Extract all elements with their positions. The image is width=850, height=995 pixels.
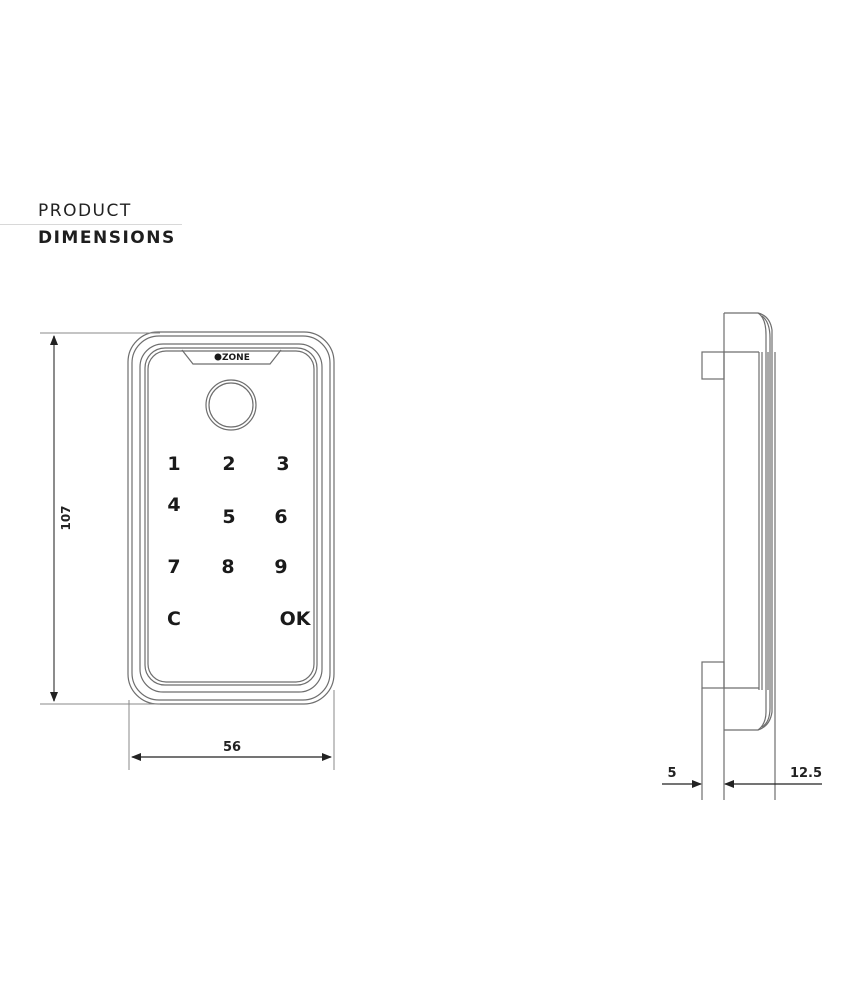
- side-top-bracket: [701, 351, 725, 380]
- height-dimension: 107: [40, 332, 160, 705]
- keypad-panel-inner: [147, 350, 315, 683]
- title-divider: [0, 224, 182, 225]
- title-product: PRODUCT: [38, 201, 132, 221]
- key-4[interactable]: 4: [167, 494, 180, 516]
- width-value: 56: [223, 740, 241, 755]
- body-outline-inner: [139, 343, 323, 693]
- brand-logo-text: ZONE: [222, 353, 250, 363]
- side-bottom-bracket: [701, 661, 725, 689]
- side-dimensions: 5 12.5: [662, 766, 822, 788]
- side-face-layer-2: [761, 315, 771, 728]
- brand-notch: [181, 349, 282, 365]
- keypad-panel-outer: [144, 347, 318, 686]
- body-outline-outer: [127, 331, 335, 705]
- key-7[interactable]: 7: [167, 556, 180, 578]
- side-left-value: 5: [667, 766, 676, 781]
- body-outline-middle: [131, 335, 331, 701]
- front-view: [127, 331, 335, 705]
- brand-logo-icon: [214, 353, 222, 361]
- side-face-layer-1: [757, 312, 767, 731]
- fingerprint-sensor-inner: [208, 382, 254, 428]
- key-6[interactable]: 6: [274, 506, 287, 528]
- key-clear[interactable]: C: [167, 608, 181, 630]
- key-2[interactable]: 2: [222, 453, 235, 475]
- side-view: [701, 312, 776, 800]
- fingerprint-sensor-outer: [205, 379, 257, 431]
- key-8[interactable]: 8: [221, 556, 234, 578]
- title-dimensions: DIMENSIONS: [38, 228, 176, 248]
- key-3[interactable]: 3: [276, 453, 289, 475]
- width-dimension: 56: [128, 690, 335, 770]
- key-5[interactable]: 5: [222, 506, 235, 528]
- keypad: 1 2 3 4 5 6 7 8 9 C OK: [167, 453, 312, 630]
- side-body: [724, 312, 773, 731]
- key-1[interactable]: 1: [167, 453, 180, 475]
- key-9[interactable]: 9: [274, 556, 287, 578]
- key-ok[interactable]: OK: [280, 608, 312, 630]
- side-right-value: 12.5: [790, 766, 822, 781]
- height-value: 107: [59, 505, 73, 530]
- brand-logo: ZONE: [214, 353, 250, 363]
